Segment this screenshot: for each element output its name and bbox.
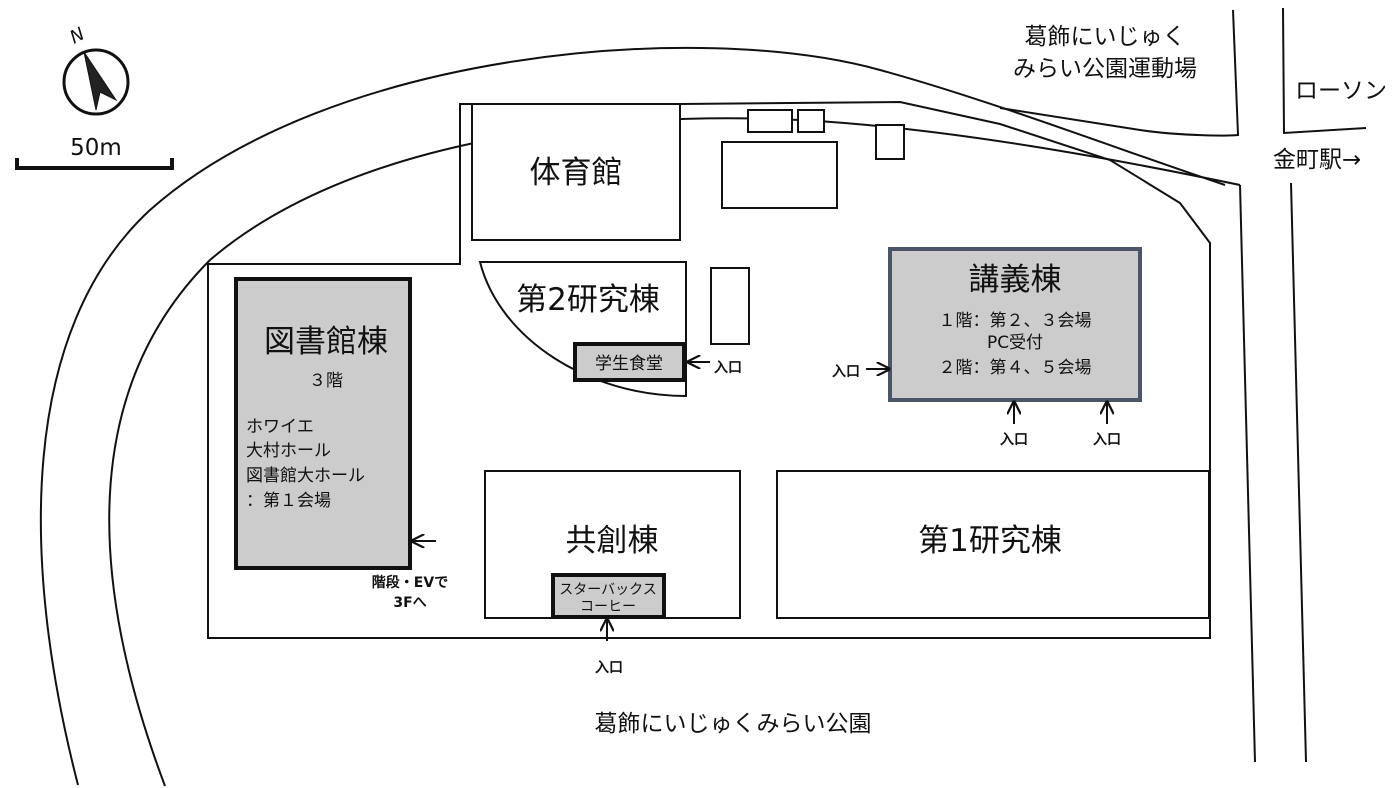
lecture-pc-reception-text: PC受付 — [987, 333, 1043, 353]
compass-north-label: N — [66, 24, 88, 49]
small-structure — [797, 109, 825, 133]
station-label: 金町駅→ — [1273, 147, 1361, 173]
lecture-building-label: 講義棟 — [969, 262, 1062, 298]
library-omura-hall-text: 大村ホール — [246, 441, 331, 461]
starbucks-entrance-label: 入口 — [595, 660, 623, 676]
scale-label: 50m — [70, 135, 122, 161]
lecture-south-entrance-label-2: 入口 — [1093, 432, 1121, 448]
small-structure — [747, 109, 793, 133]
research-building-1[interactable]: 第1研究棟 — [776, 470, 1210, 619]
starbucks-label-line2: コーヒー — [580, 599, 636, 615]
small-structure — [721, 141, 838, 209]
park-label: 葛飾にいじゅくみらい公園 — [595, 711, 872, 737]
research-building-2-label: 第2研究棟 — [516, 282, 660, 318]
gym-label: 体育館 — [530, 155, 623, 191]
library-floor-text: ３階 — [309, 371, 343, 391]
gym-building[interactable]: 体育館 — [471, 103, 681, 241]
lecture-floor1-text: １階：第２、３会場 — [939, 311, 1092, 331]
lecture-floor2-text: ２階：第４、５会場 — [939, 358, 1092, 378]
library-venue1-text: ：第１会場 — [246, 491, 331, 511]
lecture-building[interactable]: 講義棟 １階：第２、３会場 PC受付 ２階：第４、５会場 — [888, 247, 1142, 402]
north-arrow-icon — [83, 51, 118, 111]
small-structure — [710, 267, 750, 345]
library-great-hall-text: 図書館大ホール — [246, 466, 365, 486]
library-building-label: 図書館棟 — [264, 324, 388, 360]
scale-bar: 50m — [15, 135, 174, 170]
lecture-south-entrance-label-1: 入口 — [1000, 432, 1028, 448]
starbucks-label-line1: スターバックス — [559, 582, 656, 598]
cafeteria-label: 学生食堂 — [595, 354, 663, 374]
sports-ground-label-line1: 葛飾にいじゅく — [1025, 24, 1186, 50]
library-foyer-text: ホワイエ — [246, 417, 314, 437]
east-road — [999, 7, 1367, 763]
research-building-1-label: 第1研究棟 — [918, 523, 1062, 559]
lecture-west-entrance-label: 入口 — [832, 364, 860, 380]
kyoso-building-label: 共創棟 — [566, 523, 659, 559]
stairs-ev-label-line1: 階段・EVで — [372, 574, 448, 591]
compass: N — [62, 24, 130, 116]
stairs-ev-label-line2: 3Fへ — [393, 595, 426, 611]
small-structure — [875, 124, 905, 160]
cafeteria[interactable]: 学生食堂 — [573, 342, 686, 382]
lawson-label: ローソン — [1295, 78, 1387, 104]
cafeteria-entrance-label: 入口 — [714, 360, 742, 376]
campus-boundary — [207, 100, 1211, 639]
sports-ground-label-line2: みらい公園運動場 — [1013, 56, 1197, 82]
library-building[interactable]: 図書館棟 ３階 ホワイエ 大村ホール 図書館大ホール ：第１会場 — [234, 277, 412, 570]
starbucks[interactable]: スターバックス コーヒー — [551, 573, 666, 619]
